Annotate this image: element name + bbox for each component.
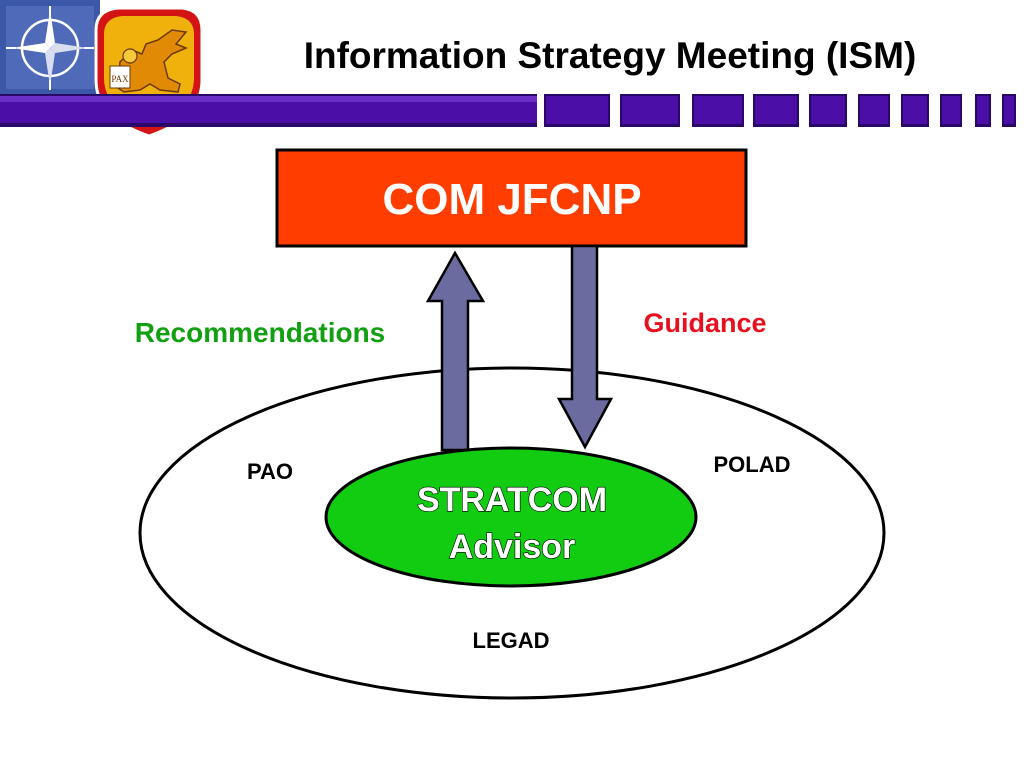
header: PAX Information Strategy Meeting (ISM): [0, 0, 1016, 138]
header-bar-block-inner: [694, 96, 742, 124]
recommendations-label: Recommendations: [135, 317, 386, 348]
crest-text: PAX: [111, 74, 129, 84]
stratcom-advisor-node: STRATCOM Advisor: [324, 446, 698, 588]
nato-emblem-icon: [0, 0, 100, 95]
com-jfcnp-box: COM JFCNP: [275, 148, 748, 248]
header-bar-block-inner: [622, 96, 678, 124]
header-bar-block-inner: [811, 96, 845, 124]
com-jfcnp-label: COM JFCNP: [382, 175, 641, 224]
pao-label: PAO: [247, 459, 293, 484]
header-bar: [0, 94, 1016, 127]
header-bar-block-inner: [860, 96, 888, 124]
advisor-label: Advisor: [449, 528, 576, 566]
diagram: COM JFCNP Recommendations Guidance STRAT…: [135, 148, 886, 700]
header-bar-block-inner: [977, 96, 989, 124]
guidance-label: Guidance: [643, 308, 766, 338]
header-bar-block-inner: [942, 96, 960, 124]
header-bar-block-inner: [903, 96, 927, 124]
header-bar-block-inner: [1004, 96, 1014, 124]
header-bar-block-inner: [755, 96, 797, 124]
page-title: Information Strategy Meeting (ISM): [304, 35, 917, 76]
header-bar-blocks: [544, 94, 1016, 127]
stratcom-label: STRATCOM: [417, 481, 607, 519]
polad-label: POLAD: [714, 452, 791, 477]
header-bar-block-inner: [546, 96, 608, 124]
legad-label: LEGAD: [473, 628, 550, 653]
down-arrow-icon: [556, 244, 614, 450]
